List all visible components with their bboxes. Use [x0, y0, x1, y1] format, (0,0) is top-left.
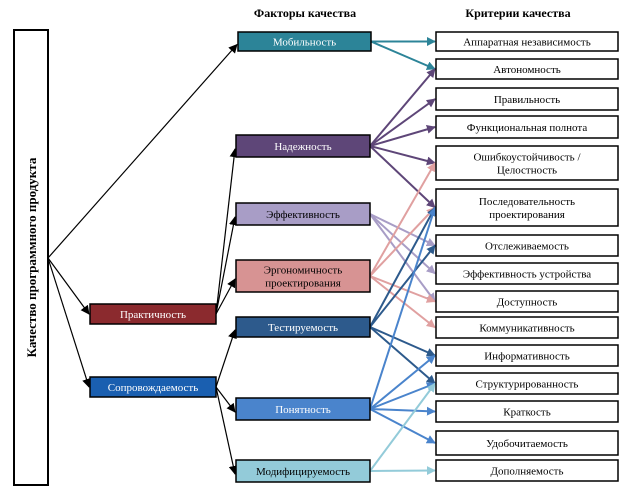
- criterion-label-c5: Ошибкоустойчивость /Целостность: [473, 152, 581, 177]
- edge-reliability-c2: [369, 68, 436, 147]
- edge-ergonomics-c5: [369, 162, 436, 277]
- factor-label-mobility: Мобильность: [273, 37, 336, 49]
- factor-box-testability: [235, 316, 371, 338]
- criterion-box-c1: [435, 31, 619, 52]
- factor-box-ergonomics: [235, 259, 371, 293]
- criterion-box-c4: [435, 115, 619, 139]
- edge-ergonomics-c10: [369, 275, 436, 329]
- edge-mobility-c2: [370, 40, 436, 70]
- edge-understandability-c13: [369, 406, 436, 416]
- root-box: [13, 29, 49, 486]
- edge-maintainability-understandability: [215, 386, 236, 413]
- edge-practicality-efficiency: [215, 216, 238, 315]
- criterion-label-c15: Дополняемость: [490, 466, 563, 478]
- edge-modifiability-c12: [369, 382, 436, 472]
- criterion-label-c4: Функциональная полнота: [467, 122, 588, 134]
- criterion-box-c2: [435, 58, 619, 80]
- edge-practicality-reliability: [215, 148, 239, 315]
- factor-label-modifiability: Модифицируемость: [256, 466, 350, 478]
- criterion-box-c7: [435, 234, 619, 257]
- criterion-box-c3: [435, 87, 619, 111]
- factor-label-testability: Тестируемость: [268, 322, 338, 334]
- criterion-label-c8: Эффективность устройства: [463, 269, 591, 281]
- headers-layer: Факторы качества Критерии качества: [254, 6, 571, 20]
- edge-modifiability-c15: [369, 466, 436, 476]
- edge-understandability-c11: [369, 354, 436, 410]
- criterion-label-c2: Автономность: [493, 64, 561, 76]
- edge-reliability-c5: [369, 145, 436, 166]
- factor-label-efficiency: Эффективность: [266, 209, 340, 221]
- edge-efficiency-c9: [369, 213, 436, 303]
- factor-box-modifiability: [235, 459, 371, 483]
- header-factors: Факторы качества: [254, 6, 356, 20]
- edge-ergonomics-c9: [369, 275, 436, 303]
- criterion-box-c8: [435, 262, 619, 285]
- group-label-practicality: Практичность: [120, 309, 186, 321]
- factor-box-mobility: [237, 31, 372, 52]
- criterion-box-c13: [435, 400, 619, 423]
- edge-testability-c12: [369, 326, 436, 385]
- edge-maintainability-modifiability: [215, 386, 238, 475]
- edge-practicality-ergonomics: [215, 278, 236, 315]
- criterion-box-c9: [435, 290, 619, 313]
- criterion-label-c3: Правильность: [494, 94, 560, 106]
- group-box-maintainability: [89, 376, 217, 398]
- edges-layer: [47, 37, 437, 476]
- edge-maintainability-testability: [215, 329, 237, 388]
- criterion-box-c14: [435, 430, 619, 456]
- edge-root-practicality: [47, 257, 90, 315]
- edge-understandability-c12: [369, 382, 436, 410]
- root-label: Качество программного продукта: [24, 157, 39, 357]
- edge-efficiency-c8: [369, 213, 436, 275]
- criterion-label-c13: Краткость: [503, 407, 551, 419]
- edge-testability-c11: [369, 326, 436, 357]
- edge-root-maintainability: [47, 257, 91, 388]
- edge-ergonomics-c6: [369, 206, 436, 277]
- criterion-box-c12: [435, 372, 619, 395]
- factor-box-efficiency: [235, 202, 371, 226]
- factor-box-understandability: [235, 397, 371, 421]
- criterion-box-c11: [435, 344, 619, 367]
- criterion-label-c1: Аппаратная независимость: [463, 37, 591, 49]
- edge-reliability-c3: [369, 98, 436, 147]
- edge-testability-c6: [369, 206, 436, 328]
- factor-label-reliability: Надежность: [274, 141, 331, 153]
- criterion-label-c11: Информативность: [484, 351, 570, 363]
- criterion-label-c9: Доступность: [497, 297, 558, 309]
- header-criteria: Критерии качества: [465, 6, 570, 20]
- criterion-box-c10: [435, 316, 619, 339]
- criterion-label-c7: Отслеживаемость: [485, 241, 569, 253]
- group-label-maintainability: Сопровождаемость: [108, 382, 198, 394]
- edge-reliability-c6: [369, 145, 436, 209]
- criterion-label-c10: Коммуникативность: [479, 323, 574, 335]
- criterion-box-c6: [435, 188, 619, 227]
- edge-root-mobility: [47, 43, 238, 259]
- factor-box-reliability: [235, 134, 371, 158]
- criterion-label-c14: Удобочитаемость: [486, 438, 568, 450]
- criterion-box-c15: [435, 459, 619, 482]
- criterion-label-c12: Структурированность: [476, 379, 579, 391]
- edge-testability-c7: [369, 244, 436, 328]
- edge-reliability-c4: [369, 124, 436, 147]
- criterion-box-c5: [435, 145, 619, 181]
- edge-understandability-c6: [369, 206, 437, 410]
- group-box-practicality: [89, 303, 217, 325]
- factor-label-understandability: Понятность: [275, 404, 331, 416]
